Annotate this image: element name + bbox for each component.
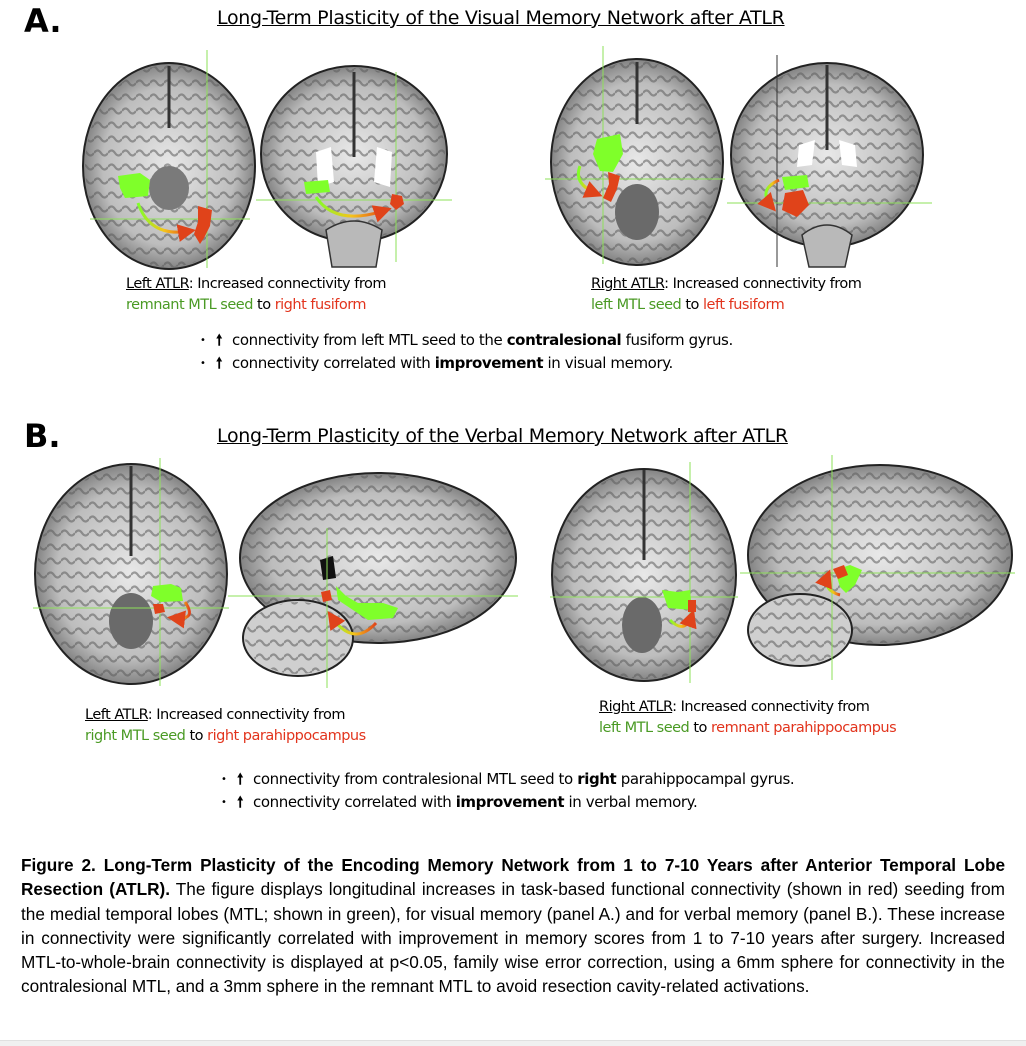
brain-axial-a-left — [82, 50, 256, 270]
seed-label: remnant MTL seed — [126, 297, 253, 313]
bullet-text-pre: connectivity correlated with — [232, 354, 435, 372]
seed-label: right MTL seed — [85, 728, 186, 744]
bullet-dot: • — [200, 335, 206, 346]
to-text: to — [689, 720, 712, 736]
bullet-text-post: fusiform gyrus. — [621, 331, 734, 349]
up-arrow-icon: 🠕 — [216, 354, 223, 372]
bullet-text-bold: right — [577, 770, 617, 788]
seed-label: left MTL seed — [591, 297, 682, 313]
to-text: to — [185, 728, 208, 744]
right-atlr-label: Right ATLR — [599, 699, 673, 715]
up-arrow-icon: 🠕 — [237, 770, 244, 788]
target-label: right fusiform — [274, 297, 367, 313]
bullet-text-post: in visual memory. — [543, 354, 673, 372]
bullet-text-bold: improvement — [455, 793, 565, 811]
bullet-dot: • — [200, 358, 206, 369]
panel-b-left-caption: Left ATLR: Increased connectivity from r… — [85, 705, 366, 747]
bullet-item: • 🠕 connectivity from contralesional MTL… — [221, 768, 795, 791]
brain-axial-a-right — [545, 46, 725, 266]
target-label: right parahippocampus — [207, 728, 366, 744]
caption-text: : Increased connectivity from — [188, 276, 387, 292]
bullet-text-pre: connectivity correlated with — [253, 793, 456, 811]
connectivity-arrow — [136, 202, 196, 242]
page-bottom-edge — [0, 1040, 1026, 1046]
figure-caption-body: The figure displays longitudinal increas… — [21, 879, 1006, 997]
up-arrow-icon: 🠕 — [216, 331, 223, 349]
bullet-text-bold: contralesional — [506, 331, 622, 349]
brain-sagittal-b-left — [228, 472, 518, 688]
seed-region — [118, 173, 150, 198]
brain-coronal-a-right — [727, 55, 932, 268]
left-atlr-label: Left ATLR — [85, 707, 148, 723]
target-label: remnant parahippocampus — [711, 720, 897, 736]
figure-caption: Figure 2. Long-Term Plasticity of the En… — [21, 853, 1005, 999]
panel-b-letter: B. — [24, 417, 61, 455]
up-arrow-icon: 🠕 — [237, 793, 244, 811]
caption-text: : Increased connectivity from — [672, 699, 870, 715]
panel-b-title: Long-Term Plasticity of the Verbal Memor… — [217, 425, 788, 447]
to-text: to — [681, 297, 704, 313]
caption-text: : Increased connectivity from — [664, 276, 862, 292]
seed-label: left MTL seed — [599, 720, 690, 736]
figure-caption-title: Figure 2. Long-Term Plasticity of the En… — [21, 855, 1005, 900]
to-text: to — [252, 297, 275, 313]
panel-b-bullets: • 🠕 connectivity from contralesional MTL… — [221, 768, 795, 814]
bullet-text-bold: improvement — [434, 354, 544, 372]
bullet-item: • 🠕 connectivity correlated with improve… — [200, 352, 733, 375]
brain-axial-b-left — [33, 458, 229, 686]
bullet-dot: • — [221, 774, 227, 785]
left-atlr-label: Left ATLR — [126, 276, 189, 292]
bullet-text-post: in verbal memory. — [564, 793, 698, 811]
target-label: left fusiform — [703, 297, 785, 313]
bullet-text-pre: connectivity from contralesional MTL see… — [253, 770, 578, 788]
bullet-text-pre: connectivity from left MTL seed to the — [232, 331, 507, 349]
brain-sagittal-b-right — [740, 455, 1015, 680]
bullet-text-post: parahippocampal gyrus. — [616, 770, 795, 788]
bullet-item: • 🠕 connectivity from left MTL seed to t… — [200, 329, 733, 352]
panel-a-right-caption: Right ATLR: Increased connectivity from … — [591, 274, 862, 316]
panel-a-letter: A. — [24, 2, 62, 40]
panel-a-bullets: • 🠕 connectivity from left MTL seed to t… — [200, 329, 733, 375]
bullet-item: • 🠕 connectivity correlated with improve… — [221, 791, 794, 814]
caption-text: : Increased connectivity from — [147, 707, 346, 723]
panel-a-title: Long-Term Plasticity of the Visual Memor… — [217, 7, 785, 29]
right-atlr-label: Right ATLR — [591, 276, 665, 292]
brain-coronal-a-left — [256, 65, 452, 268]
bullet-dot: • — [221, 797, 227, 808]
panel-a-left-caption: Left ATLR: Increased connectivity from r… — [126, 274, 386, 316]
brain-axial-b-right — [550, 462, 738, 683]
target-region — [194, 206, 212, 244]
panel-b-right-caption: Right ATLR: Increased connectivity from … — [599, 697, 897, 739]
